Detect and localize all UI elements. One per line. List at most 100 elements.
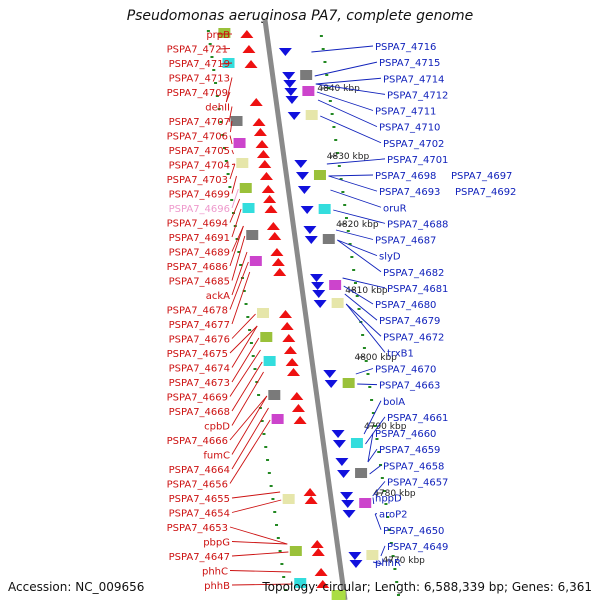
gene-label-left[interactable]: PSPA7_4676: [169, 335, 230, 346]
gene-label-left[interactable]: PSPA7_4653: [167, 523, 228, 534]
gene-label-right[interactable]: PSPA7_4681: [387, 284, 448, 295]
gene-label-left[interactable]: PSPA7_4694: [167, 219, 228, 230]
gene-label-left[interactable]: PSPA7_4677: [169, 320, 230, 331]
gene-label-left[interactable]: pbpG: [203, 538, 230, 549]
gene-label-right[interactable]: PSPA7_4716: [375, 42, 436, 53]
gene-label-left[interactable]: PSPA7_4686: [167, 262, 228, 273]
tick-mark: [237, 251, 241, 253]
gene-label-right[interactable]: PSPA7_4661: [387, 413, 448, 424]
gene-label-right[interactable]: PSPA7_4698: [375, 171, 436, 182]
gene-label-left[interactable]: cpbD: [204, 422, 230, 433]
gene-label-left[interactable]: PSPA7_4669: [167, 393, 228, 404]
gene-label-left[interactable]: PSPA7_4696: [169, 204, 230, 215]
gene-label-left[interactable]: PSPA7_4713: [169, 74, 230, 85]
leader-line: [372, 481, 386, 497]
gene-label-right[interactable]: hppD: [375, 494, 402, 505]
gene-label-left[interactable]: PSPA7_4675: [167, 349, 228, 360]
gene-label-right[interactable]: PSPA7_4682: [383, 268, 444, 279]
gene-label-left[interactable]: prpB: [206, 30, 230, 41]
gene-label-left[interactable]: PSPA7_4674: [169, 364, 230, 375]
leader-line: [355, 368, 374, 375]
leader-line: [367, 432, 374, 463]
reverse-strand-arrow: [278, 48, 292, 56]
gene-label-right[interactable]: bolA: [383, 397, 405, 408]
gene-label-right[interactable]: PSPA7_4710: [379, 123, 440, 134]
tick-mark: [212, 69, 216, 71]
gene-label-left[interactable]: ackA: [206, 291, 230, 302]
gene-label-right[interactable]: PSPA7_4701: [387, 155, 448, 166]
tick-mark: [214, 82, 218, 84]
gene-label-right[interactable]: PSPA7_4670: [375, 365, 436, 376]
gene-label-right[interactable]: PSPA7_4649: [387, 542, 448, 553]
gene-label-left[interactable]: PSPA7_4673: [169, 378, 230, 389]
gene-label-left[interactable]: PSPA7_4689: [169, 248, 230, 259]
gene-label-left[interactable]: PSPA7_4706: [167, 132, 228, 143]
leader-line: [365, 416, 386, 445]
gene-label-left[interactable]: PSPA7_4705: [169, 146, 230, 157]
leader-line: [230, 120, 233, 133]
gene-label-left[interactable]: PSPA7_4707: [169, 117, 230, 128]
feature-box: [294, 578, 307, 588]
gene-label-right[interactable]: phhR: [375, 558, 401, 569]
gene-label-right[interactable]: PSPA7_4672: [383, 332, 444, 343]
gene-label-right[interactable]: PSPA7_4680: [375, 300, 436, 311]
gene-label-left[interactable]: PSPA7_4699: [169, 190, 230, 201]
gene-label-right[interactable]: PSPA7_4711: [375, 107, 436, 118]
reverse-strand-arrow: [285, 96, 299, 104]
gene-label-right[interactable]: PSPA7_4679: [379, 316, 440, 327]
gene-label-right[interactable]: PSPA7_4702: [383, 139, 444, 150]
gene-label-right[interactable]: PSPA7_4650: [383, 526, 444, 537]
leader-line: [326, 158, 386, 165]
forward-strand-arrow: [316, 580, 330, 588]
gene-label-left[interactable]: PSPA7_4704: [169, 161, 230, 172]
leader-line: [342, 277, 386, 289]
gene-label-left[interactable]: PSPA7_4721: [167, 45, 228, 56]
gene-label-left[interactable]: dehII: [205, 103, 230, 114]
gene-label-left[interactable]: PSPA7_4666: [167, 436, 228, 447]
gene-label-right[interactable]: trxB1: [387, 348, 414, 359]
gene-label-left[interactable]: PSPA7_4691: [169, 233, 230, 244]
tick-mark: [260, 420, 264, 422]
reverse-strand-arrow: [297, 186, 311, 194]
gene-label-right[interactable]: PSPA7_4693: [379, 187, 440, 198]
forward-strand-arrow: [293, 416, 307, 424]
gene-label-left[interactable]: PSPA7_4654: [169, 509, 230, 520]
gene-label-left[interactable]: fumC: [203, 451, 230, 462]
gene-label-right[interactable]: PSPA7_4714: [383, 74, 444, 85]
gene-label-left[interactable]: PSPA7_4685: [169, 277, 230, 288]
leader-line: [372, 561, 383, 565]
gene-label-right[interactable]: PSPA7_4712: [387, 90, 448, 101]
reverse-strand-arrow: [282, 72, 296, 80]
gene-label-left[interactable]: PSPA7_4709: [167, 88, 228, 99]
gene-label-right[interactable]: oruR: [383, 203, 407, 214]
gene-label-left[interactable]: phhB: [204, 581, 230, 592]
gene-label-right[interactable]: PSPA7_4692: [455, 187, 516, 198]
tick-mark: [226, 173, 230, 175]
gene-label-right[interactable]: PSPA7_4697: [451, 171, 512, 182]
leader-line: [343, 285, 374, 305]
tick-mark: [344, 217, 348, 219]
gene-label-right[interactable]: PSPA7_4658: [383, 461, 444, 472]
tick-mark: [370, 399, 374, 401]
gene-label-left[interactable]: PSPA7_4703: [167, 175, 228, 186]
leader-line: [330, 189, 382, 208]
gene-label-left[interactable]: PSPA7_4678: [167, 306, 228, 317]
gene-label-right[interactable]: PSPA7_4660: [375, 429, 436, 440]
gene-label-right[interactable]: PSPA7_4659: [379, 445, 440, 456]
gene-label-left[interactable]: PSPA7_4664: [169, 465, 230, 476]
gene-label-left[interactable]: PSPA7_4668: [169, 407, 230, 418]
gene-label-right[interactable]: aroP2: [379, 510, 408, 521]
gene-label-left[interactable]: PSPA7_4656: [167, 480, 228, 491]
gene-label-left[interactable]: PSPA7_4719: [169, 59, 230, 70]
gene-label-right[interactable]: PSPA7_4715: [379, 58, 440, 69]
gene-label-right[interactable]: PSPA7_4688: [387, 219, 448, 230]
gene-label-right[interactable]: PSPA7_4663: [379, 381, 440, 392]
gene-label-right[interactable]: PSPA7_4687: [375, 236, 436, 247]
gene-label-left[interactable]: PSPA7_4655: [169, 494, 230, 505]
forward-strand-arrow: [259, 172, 273, 180]
gene-label-right[interactable]: PSPA7_4657: [387, 477, 448, 488]
gene-label-left[interactable]: phhC: [202, 567, 228, 578]
gene-label-right[interactable]: slyD: [379, 252, 401, 263]
gene-label-left[interactable]: PSPA7_4647: [169, 552, 230, 563]
reverse-strand-arrow: [332, 440, 346, 448]
